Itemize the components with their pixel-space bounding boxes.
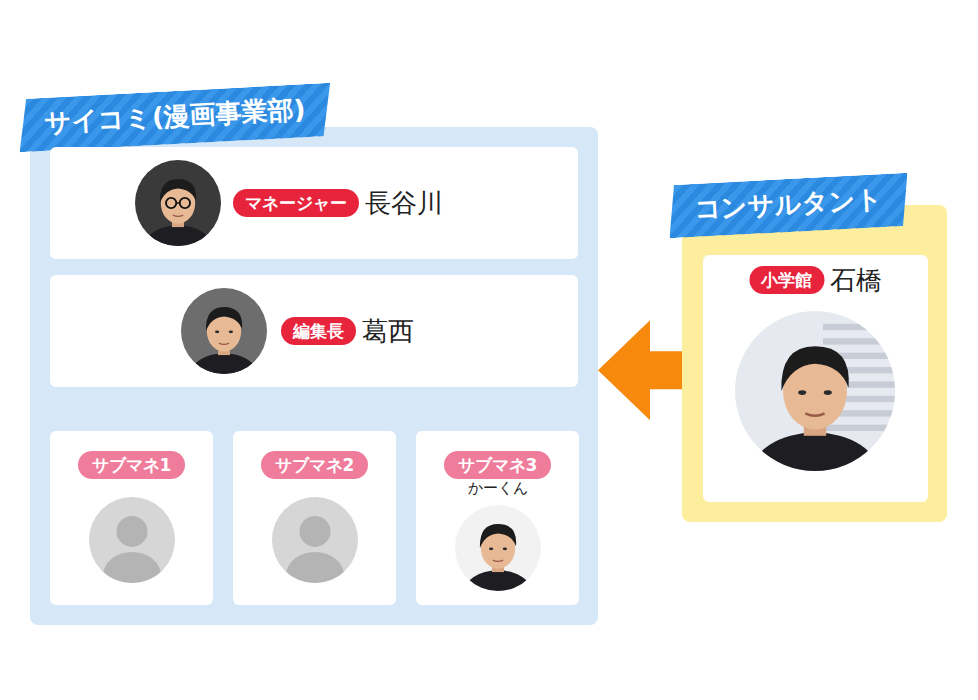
panel-heading: コンサルタント <box>667 173 910 239</box>
panel-heading: サイコミ(漫画事業部) <box>17 83 333 152</box>
person-box: 小学館石橋 <box>703 255 928 502</box>
portrait <box>735 311 895 471</box>
person-name: 石橋 <box>830 265 882 295</box>
role-badge: サブマネ1 <box>78 451 186 479</box>
role-badge: サブマネ2 <box>261 451 369 479</box>
member-name: かーくん <box>468 479 528 498</box>
person-name: 長谷川 <box>365 188 443 218</box>
person-box: 編集長葛西 <box>50 275 578 387</box>
role-badge: マネージャー <box>233 189 359 217</box>
block-arrow <box>598 320 682 420</box>
portrait <box>181 288 267 374</box>
group-panel: サイコミ(漫画事業部)マネージャー長谷川編集長葛西サブマネ1サブマネ2サブマネ3… <box>30 127 598 625</box>
member-box: サブマネ2 <box>233 431 396 605</box>
portrait <box>89 497 175 583</box>
member-box: サブマネ3かーくん <box>416 431 579 605</box>
role-column: サブマネ1 <box>50 451 213 479</box>
portrait <box>135 160 221 246</box>
role-badge: サブマネ3 <box>444 451 552 479</box>
portrait <box>272 497 358 583</box>
role-row: 小学館石橋 <box>749 265 882 295</box>
member-box: サブマネ1 <box>50 431 213 605</box>
person-box: マネージャー長谷川 <box>50 147 578 259</box>
role-badge: 編集長 <box>281 317 356 345</box>
role-row: マネージャー長谷川 <box>233 188 443 218</box>
person-name: 葛西 <box>362 316 414 346</box>
role-column: サブマネ2 <box>233 451 396 479</box>
portrait <box>455 505 541 591</box>
role-column: サブマネ3かーくん <box>416 451 579 498</box>
role-badge: 小学館 <box>749 266 824 294</box>
role-row: 編集長葛西 <box>281 316 414 346</box>
group-panel: コンサルタント小学館石橋 <box>682 205 947 522</box>
